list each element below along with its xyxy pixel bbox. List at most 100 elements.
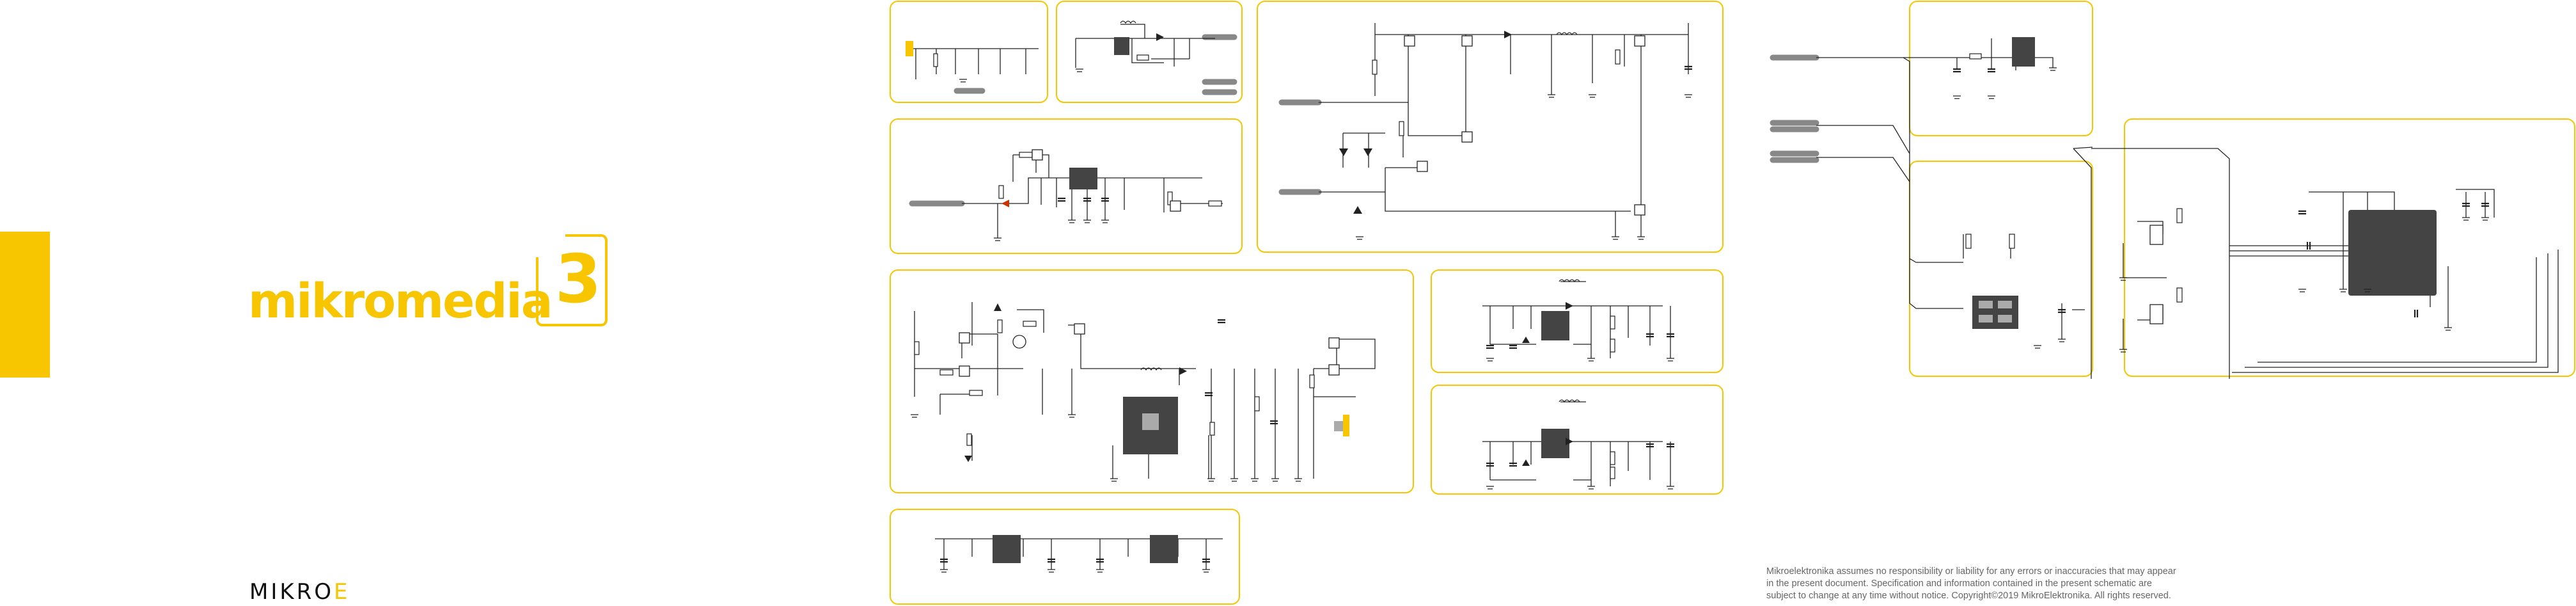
- capacitor: [2058, 308, 2066, 314]
- resistor: [2009, 234, 2015, 249]
- resistor: [1969, 53, 1982, 60]
- port-connector: [2149, 225, 2164, 245]
- resistor: [1309, 374, 1315, 388]
- capacitor: [940, 558, 948, 563]
- capacitor: [1096, 558, 1104, 563]
- product-number-frame-notch: [536, 232, 565, 257]
- resistor: [1019, 152, 1033, 158]
- panel-frame-ldo: [890, 509, 1240, 605]
- diode: [1339, 148, 1348, 156]
- resistor: [1610, 315, 1615, 330]
- capacitor: [2462, 202, 2470, 207]
- panel-frame-buck-a: [1431, 269, 1724, 373]
- connectors: [909, 34, 1819, 207]
- inductors: [1120, 20, 1580, 403]
- transistor: [1461, 131, 1473, 143]
- diode: [1156, 33, 1164, 41]
- panel-frame-power-switch: [1257, 1, 1724, 253]
- resistor: [1610, 339, 1615, 353]
- ic-buck-a: [1541, 311, 1569, 340]
- ground-symbols: [911, 67, 2489, 573]
- resistors: [914, 49, 2183, 479]
- resistor: [1023, 321, 1037, 327]
- product-name-logo: mikromedia: [248, 274, 553, 329]
- resistor: [969, 390, 983, 396]
- panel-frame-input-filter: [890, 1, 1048, 103]
- transistor: [1461, 35, 1473, 47]
- capacitor: [1058, 197, 1065, 202]
- inductor: [1559, 399, 1580, 403]
- resistor: [939, 369, 954, 376]
- company-logo-main: MIKRO: [249, 579, 334, 605]
- ic-buck-b: [1541, 429, 1569, 458]
- panel-frame-boost: [890, 269, 1414, 493]
- capacitor: [2414, 310, 2419, 317]
- diode: [1363, 148, 1372, 156]
- transistor: [1417, 161, 1428, 172]
- capacitor: [1486, 462, 1494, 467]
- capacitor: [1667, 333, 1674, 338]
- ic-regulator: [2012, 37, 2035, 67]
- capacitor: [1509, 462, 1517, 467]
- ic-usb-hub: [2348, 210, 2437, 296]
- resistor: [1372, 60, 1378, 75]
- diode: [1353, 206, 1362, 214]
- panel-frame-charger: [1056, 1, 1243, 103]
- resistor: [1208, 200, 1222, 207]
- transistor: [1328, 337, 1340, 349]
- resistor: [997, 319, 1003, 333]
- diode: [1522, 459, 1530, 466]
- integrated-circuits: [993, 37, 2437, 563]
- transistor: [1634, 35, 1645, 47]
- capacitor: [1101, 197, 1109, 202]
- diode: [994, 303, 1001, 311]
- transistor: [1634, 204, 1645, 216]
- company-logo: MIKROE: [249, 581, 350, 603]
- product-number-frame: [536, 234, 608, 326]
- capacitor: [1270, 420, 1278, 425]
- transistor: [1404, 35, 1415, 47]
- ic-charger: [1114, 37, 1129, 55]
- capacitor: [1667, 443, 1674, 448]
- panel-frame-regulator: [1909, 1, 2093, 136]
- brand-side-band: [0, 232, 50, 378]
- resistor: [1965, 234, 1972, 249]
- ic-battery-protect: [1069, 168, 1097, 189]
- transistor: [1074, 323, 1085, 335]
- panel-frame-mux: [1909, 161, 2093, 377]
- diodes: [964, 31, 1573, 466]
- diode: [1504, 31, 1512, 38]
- transistor: [959, 332, 970, 344]
- capacitor: [1646, 443, 1654, 448]
- wires: [911, 23, 2559, 570]
- resistor: [966, 433, 972, 446]
- resistor: [1209, 422, 1215, 436]
- panel-frames: [890, 1, 2575, 605]
- capacitor: [1218, 319, 1225, 324]
- transistor: [1170, 200, 1181, 212]
- diode: [1001, 200, 1009, 207]
- inductor: [1120, 20, 1136, 24]
- capacitor: [2298, 210, 2306, 215]
- ic-ldo-b: [1150, 535, 1178, 563]
- diode: [1179, 367, 1187, 375]
- transistors: [959, 35, 1645, 377]
- resistor: [1399, 121, 1404, 136]
- capacitor: [2481, 202, 2489, 207]
- diode: [964, 456, 972, 462]
- port-connector: [2149, 304, 2164, 324]
- capacitors: [940, 65, 2489, 563]
- connector-pins-yellow: [906, 41, 1349, 436]
- capacitor: [1486, 344, 1494, 349]
- capacitor: [2306, 242, 2311, 250]
- company-logo-accent: E: [334, 579, 350, 605]
- capacitor: [1646, 333, 1654, 338]
- ic-details: [1142, 301, 2012, 431]
- disclaimer-line: subject to change at any time without no…: [1766, 591, 2171, 601]
- resistor: [1610, 451, 1615, 465]
- resistor: [1254, 396, 1260, 411]
- disclaimer-line: Mikroelektronika assumes no responsibili…: [1766, 566, 2176, 577]
- panel-frame-battery-protect: [890, 118, 1243, 254]
- panel-frame-usb-hub: [2124, 118, 2575, 377]
